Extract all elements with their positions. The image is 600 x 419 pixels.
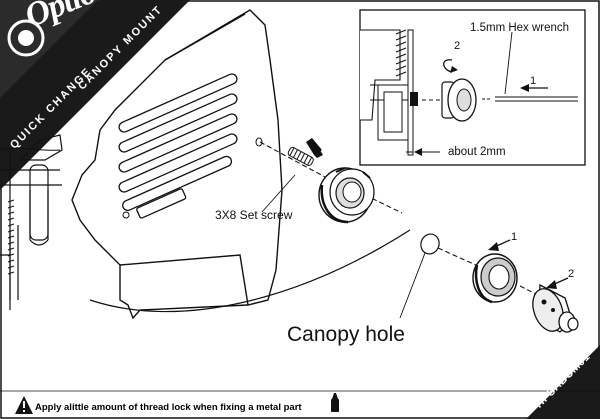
canopy-louvers [118, 73, 238, 219]
warning-icon [15, 396, 33, 414]
hex-wrench-label: 1.5mm Hex wrench [470, 22, 570, 34]
set-screw-leader [261, 174, 296, 213]
threadlock-bottle-footer-icon [331, 393, 339, 412]
canopy-hole-leader [399, 252, 426, 319]
step-1-inset-number: 1 [530, 75, 537, 87]
code-banner [526, 345, 600, 419]
threadlock-note: Apply alittle amount of thread lock when… [35, 402, 302, 413]
step-2-inset-number: 2 [454, 40, 461, 52]
banner-inner [0, 0, 98, 98]
panel-hole [255, 137, 263, 147]
mount-ring-outer [472, 253, 518, 304]
mount-plug [532, 283, 579, 333]
inset-detail-box [359, 9, 586, 166]
step-2-lower-number: 2 [568, 268, 575, 280]
gear-teeth-left [7, 199, 15, 275]
threadlock-bottle-icon [306, 138, 323, 158]
arrow-step-2-lower [546, 277, 569, 289]
arrow-step-1-lower [488, 239, 511, 251]
set-screw [287, 146, 314, 166]
set-screw-label: 3X8 Set screw [215, 208, 293, 222]
logo-ring [7, 19, 45, 57]
canopy-rivet [122, 211, 130, 219]
assembly-axis-2 [437, 247, 479, 267]
canopy-hole-shape [420, 233, 440, 255]
step-1-lower-number: 1 [511, 231, 518, 243]
canopy-hole-label: Canopy hole [287, 323, 405, 346]
logo-core [18, 30, 34, 46]
canopy-curve [89, 229, 411, 313]
about-2mm-label: about 2mm [448, 146, 506, 158]
mount-socket-center [318, 167, 375, 224]
